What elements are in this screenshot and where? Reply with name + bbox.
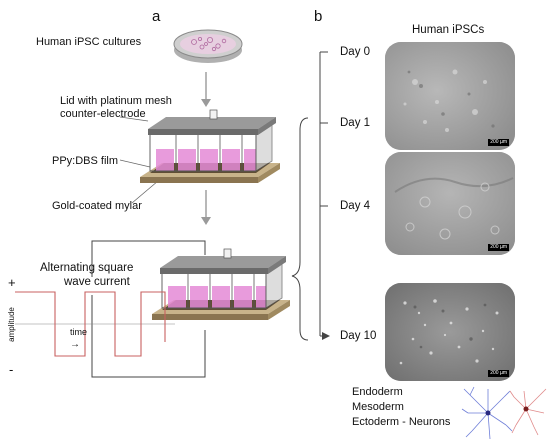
arrow-down-icon [201, 72, 211, 107]
column-title: Human iPSCs [412, 24, 485, 36]
circuit-wire [91, 240, 206, 378]
panel-a-label: a [152, 8, 161, 25]
day-label: Day 10 [340, 330, 377, 342]
day-label: Day 0 [340, 46, 371, 58]
time-label: time [70, 327, 88, 337]
micrograph-day10: 200 µm [385, 283, 515, 381]
timeline-bracket [291, 51, 330, 341]
device-illustration [119, 109, 280, 204]
micrograph-day4: 200 µm [385, 152, 515, 255]
device-illustration-2 [152, 248, 290, 320]
day-label: Day 1 [340, 117, 371, 129]
square-wave [15, 291, 175, 357]
lid-label-line2: counter-electrode [60, 108, 146, 120]
minus-sign: - [9, 362, 14, 377]
scale-bar: 200 µm [488, 139, 509, 146]
petri-dish-icon [173, 29, 243, 63]
film-label: PPy:DBS film [52, 155, 119, 167]
lineage-mesoderm: Mesoderm [352, 401, 404, 413]
lid-label-line1: Lid with platinum mesh [60, 95, 172, 107]
current-label-line1: Alternating square [40, 262, 134, 274]
lineage-endoderm: Endoderm [352, 386, 403, 398]
arrow-down-icon [201, 190, 211, 225]
time-arrow: → [70, 339, 80, 350]
gold-label: Gold-coated mylar [52, 200, 142, 212]
neuron-icon [461, 386, 547, 440]
current-label-line2: wave current [64, 276, 130, 288]
scale-bar: 200 µm [488, 244, 509, 251]
plus-sign: + [8, 275, 16, 290]
scale-bar: 200 µm [488, 370, 509, 377]
culture-label: Human iPSC cultures [36, 36, 142, 48]
day-label: Day 4 [340, 200, 371, 212]
micrograph-day1: 200 µm [385, 42, 515, 150]
lineage-ectoderm: Ectoderm - Neurons [352, 416, 451, 428]
panel-b-label: b [314, 8, 323, 25]
